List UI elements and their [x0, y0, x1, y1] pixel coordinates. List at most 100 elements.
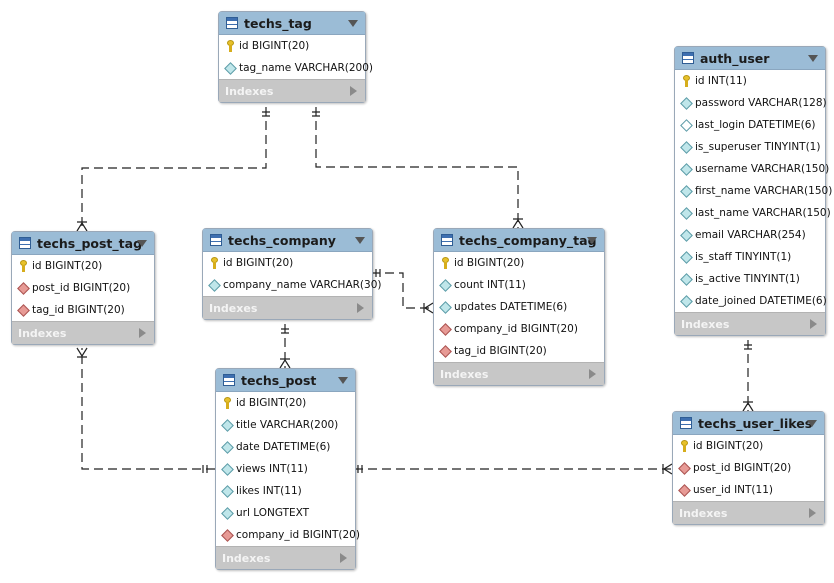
column-row[interactable]: first_name VARCHAR(150): [675, 180, 832, 202]
collapse-arrow-icon[interactable]: [587, 237, 597, 244]
table-header[interactable]: techs_company: [203, 229, 372, 252]
indexes-section[interactable]: Indexes: [434, 362, 604, 385]
column-row[interactable]: tag_id BIGINT(20): [434, 340, 604, 362]
column-row[interactable]: company_id BIGINT(20): [434, 318, 604, 340]
column-label: last_name VARCHAR(150): [695, 207, 831, 219]
foreign-key-icon: [677, 461, 691, 475]
expand-arrow-icon[interactable]: [589, 369, 596, 379]
column-row[interactable]: id INT(11): [675, 70, 825, 92]
table-icon: [441, 234, 453, 246]
column-label: id BIGINT(20): [693, 440, 764, 452]
column-row[interactable]: last_name VARCHAR(150): [675, 202, 831, 224]
column-label: views INT(11): [236, 463, 308, 475]
expand-arrow-icon[interactable]: [357, 303, 364, 313]
column-row[interactable]: url LONGTEXT: [216, 502, 355, 524]
table-header[interactable]: auth_user: [675, 47, 825, 70]
indexes-section[interactable]: Indexes: [219, 79, 365, 102]
column-row[interactable]: id BIGINT(20): [673, 435, 824, 457]
indexes-section[interactable]: Indexes: [203, 296, 372, 319]
table-header[interactable]: techs_post: [216, 369, 355, 392]
column-row[interactable]: id BIGINT(20): [219, 35, 365, 57]
indexes-section[interactable]: Indexes: [12, 321, 154, 344]
column-row[interactable]: is_staff TINYINT(1): [675, 246, 825, 268]
expand-arrow-icon[interactable]: [139, 328, 146, 338]
column-row[interactable]: count INT(11): [434, 274, 604, 296]
one-cardinality-mark: [262, 111, 270, 117]
column-row[interactable]: tag_id BIGINT(20): [12, 299, 154, 321]
collapse-arrow-icon[interactable]: [137, 240, 147, 247]
table-name: techs_tag: [244, 15, 312, 31]
expand-arrow-icon[interactable]: [809, 508, 816, 518]
column-label: tag_id BIGINT(20): [32, 304, 125, 316]
many-cardinality-mark: [76, 347, 88, 358]
column-row[interactable]: password VARCHAR(128): [675, 92, 827, 114]
one-cardinality-mark: [281, 328, 289, 334]
column-icon: [220, 418, 234, 432]
column-row[interactable]: id BIGINT(20): [203, 252, 372, 274]
column-row[interactable]: likes INT(11): [216, 480, 355, 502]
many-cardinality-mark: [279, 358, 291, 369]
column-row[interactable]: id BIGINT(20): [434, 252, 604, 274]
column-row[interactable]: last_login DATETIME(6): [675, 114, 825, 136]
many-cardinality-mark: [423, 302, 434, 314]
primary-key-icon: [224, 40, 236, 52]
column-row[interactable]: tag_name VARCHAR(200): [219, 57, 373, 79]
expand-arrow-icon[interactable]: [340, 553, 347, 563]
primary-key-icon: [208, 257, 220, 269]
table-header[interactable]: techs_tag: [219, 12, 365, 35]
expand-arrow-icon[interactable]: [810, 319, 817, 329]
column-label: is_staff TINYINT(1): [695, 251, 792, 263]
collapse-arrow-icon[interactable]: [338, 377, 348, 384]
column-row[interactable]: post_id BIGINT(20): [673, 457, 824, 479]
collapse-arrow-icon[interactable]: [348, 20, 358, 27]
collapse-arrow-icon[interactable]: [808, 55, 818, 62]
column-row[interactable]: id BIGINT(20): [12, 255, 154, 277]
column-row[interactable]: username VARCHAR(150): [675, 158, 829, 180]
column-row[interactable]: title VARCHAR(200): [216, 414, 355, 436]
column-row[interactable]: date DATETIME(6): [216, 436, 355, 458]
indexes-section[interactable]: Indexes: [216, 546, 355, 569]
column-row[interactable]: views INT(11): [216, 458, 355, 480]
column-label: updates DATETIME(6): [454, 301, 568, 313]
column-label: post_id BIGINT(20): [693, 462, 792, 474]
column-icon: [220, 462, 234, 476]
column-icon: [220, 506, 234, 520]
column-row[interactable]: company_id BIGINT(20): [216, 524, 360, 546]
column-row[interactable]: is_active TINYINT(1): [675, 268, 825, 290]
table-header[interactable]: techs_company_tag: [434, 229, 604, 252]
collapse-arrow-icon[interactable]: [355, 237, 365, 244]
table-icon: [682, 52, 694, 64]
column-row[interactable]: is_superuser TINYINT(1): [675, 136, 825, 158]
indexes-section[interactable]: Indexes: [673, 501, 824, 524]
column-row[interactable]: id BIGINT(20): [216, 392, 355, 414]
link-tag-company-tag: [315, 107, 519, 228]
column-row[interactable]: updates DATETIME(6): [434, 296, 604, 318]
table-header[interactable]: techs_post_tag: [12, 232, 154, 255]
column-icon: [679, 272, 693, 286]
collapse-arrow-icon[interactable]: [807, 420, 817, 427]
indexes-label: Indexes: [209, 301, 258, 315]
column-row[interactable]: user_id INT(11): [673, 479, 824, 501]
indexes-label: Indexes: [225, 84, 274, 98]
column-label: id BIGINT(20): [239, 40, 310, 52]
column-icon: [679, 206, 693, 220]
column-label: date_joined DATETIME(6): [695, 295, 827, 307]
table-icon: [223, 374, 235, 386]
column-row[interactable]: company_name VARCHAR(30): [203, 274, 381, 296]
indexes-label: Indexes: [679, 506, 728, 520]
column-row[interactable]: date_joined DATETIME(6): [675, 290, 827, 312]
indexes-section[interactable]: Indexes: [675, 312, 825, 335]
column-row[interactable]: email VARCHAR(254): [675, 224, 825, 246]
expand-arrow-icon[interactable]: [350, 86, 357, 96]
table-header[interactable]: techs_user_likes: [673, 412, 824, 435]
primary-key-icon: [678, 440, 690, 452]
column-row[interactable]: post_id BIGINT(20): [12, 277, 154, 299]
column-icon: [679, 294, 693, 308]
